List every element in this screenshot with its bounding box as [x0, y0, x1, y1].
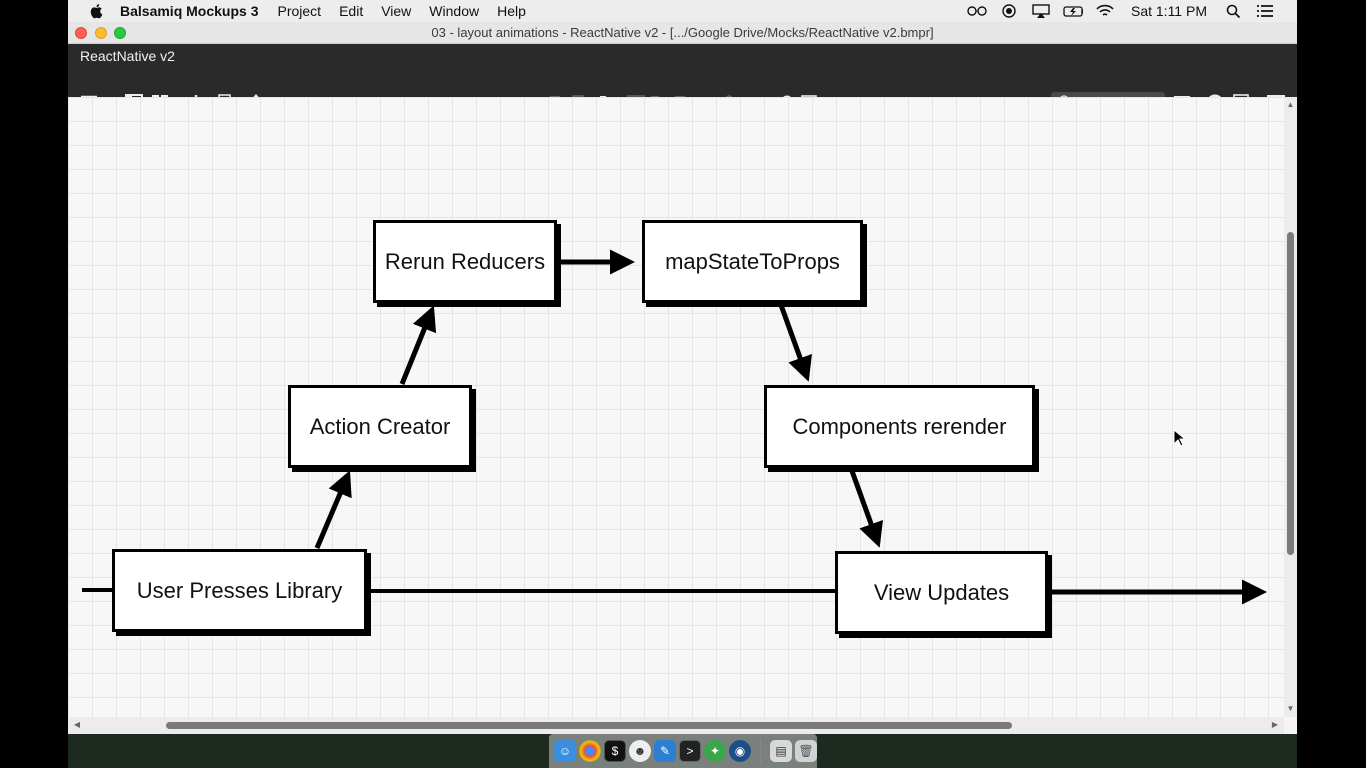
- scroll-left-arrow-icon[interactable]: ◀: [73, 720, 81, 729]
- wifi-icon[interactable]: [1095, 3, 1115, 19]
- messages-icon[interactable]: ☻: [629, 740, 651, 762]
- minimize-button[interactable]: [95, 27, 107, 39]
- horizontal-scroll-thumb[interactable]: [166, 722, 1012, 729]
- battery-icon[interactable]: [1063, 3, 1083, 19]
- vertical-scroll-thumb[interactable]: [1287, 232, 1294, 555]
- close-button[interactable]: [75, 27, 87, 39]
- record-icon[interactable]: [999, 3, 1019, 19]
- finder-icon[interactable]: ☺: [554, 740, 576, 762]
- dock: ☺ $ ☻ ✎ > ✦ ◉ ▤ 🗑: [549, 734, 817, 768]
- chrome-icon[interactable]: [579, 740, 601, 762]
- safari-icon[interactable]: ✦: [704, 740, 726, 762]
- app-window: 03 - layout animations - ReactNative v2 …: [68, 22, 1297, 734]
- maximize-button[interactable]: [114, 27, 126, 39]
- trash-icon[interactable]: 🗑: [795, 740, 817, 762]
- search-icon[interactable]: [1223, 3, 1243, 19]
- clock[interactable]: Sat 1:11 PM: [1130, 3, 1207, 19]
- chrome-canary-icon[interactable]: ◉: [729, 740, 751, 762]
- arrow-action-to-reducers: [399, 305, 437, 385]
- xcode-icon[interactable]: ✎: [654, 740, 676, 762]
- box-map-state-to-props[interactable]: mapStateToProps: [642, 220, 863, 303]
- box-action-creator[interactable]: Action Creator: [288, 385, 472, 468]
- window-title: 03 - layout animations - ReactNative v2 …: [431, 25, 934, 40]
- glasses-icon[interactable]: [967, 3, 987, 19]
- mockup-canvas[interactable]: Rerun Reducers mapStateToProps Action Cr…: [68, 97, 1284, 717]
- arrow-components-to-view: [849, 470, 883, 548]
- terminal-icon[interactable]: >: [679, 740, 701, 762]
- box-user-presses-library[interactable]: User Presses Library: [112, 549, 367, 632]
- menu-edit[interactable]: Edit: [339, 3, 364, 19]
- scroll-up-arrow-icon[interactable]: ▲: [1286, 100, 1295, 109]
- diagram-arrows: [82, 249, 1267, 605]
- scroll-right-arrow-icon[interactable]: ▶: [1271, 720, 1279, 729]
- menu-window[interactable]: Window: [429, 3, 480, 19]
- iterm-icon[interactable]: $: [604, 740, 626, 762]
- dock-separator: [760, 739, 761, 763]
- horizontal-scrollbar[interactable]: ◀ ▶: [68, 717, 1284, 734]
- apple-icon[interactable]: [88, 3, 106, 19]
- status-area: Sat 1:11 PM: [967, 3, 1275, 19]
- box-components-rerender[interactable]: Components rerender: [764, 385, 1035, 468]
- downloads-icon[interactable]: ▤: [770, 740, 792, 762]
- box-rerun-reducers[interactable]: Rerun Reducers: [373, 220, 557, 303]
- menu-bar: Balsamiq Mockups 3 Project Edit View Win…: [68, 0, 1297, 22]
- menu-help[interactable]: Help: [497, 3, 526, 19]
- scroll-down-arrow-icon[interactable]: ▼: [1286, 704, 1295, 713]
- menu-project[interactable]: Project: [277, 3, 322, 19]
- project-name: ReactNative v2: [80, 48, 175, 64]
- app-name-menu[interactable]: Balsamiq Mockups 3: [120, 3, 259, 19]
- vertical-scrollbar[interactable]: ▲ ▼: [1284, 97, 1297, 717]
- mouse-cursor-icon: [1173, 428, 1187, 452]
- title-bar: 03 - layout animations - ReactNative v2 …: [68, 22, 1297, 44]
- box-view-updates[interactable]: View Updates: [835, 551, 1048, 634]
- list-icon[interactable]: [1255, 3, 1275, 19]
- arrow-user-to-action: [314, 470, 352, 549]
- menu-view[interactable]: View: [381, 3, 412, 19]
- arrow-map-to-components: [778, 304, 812, 382]
- airplay-icon[interactable]: [1031, 3, 1051, 19]
